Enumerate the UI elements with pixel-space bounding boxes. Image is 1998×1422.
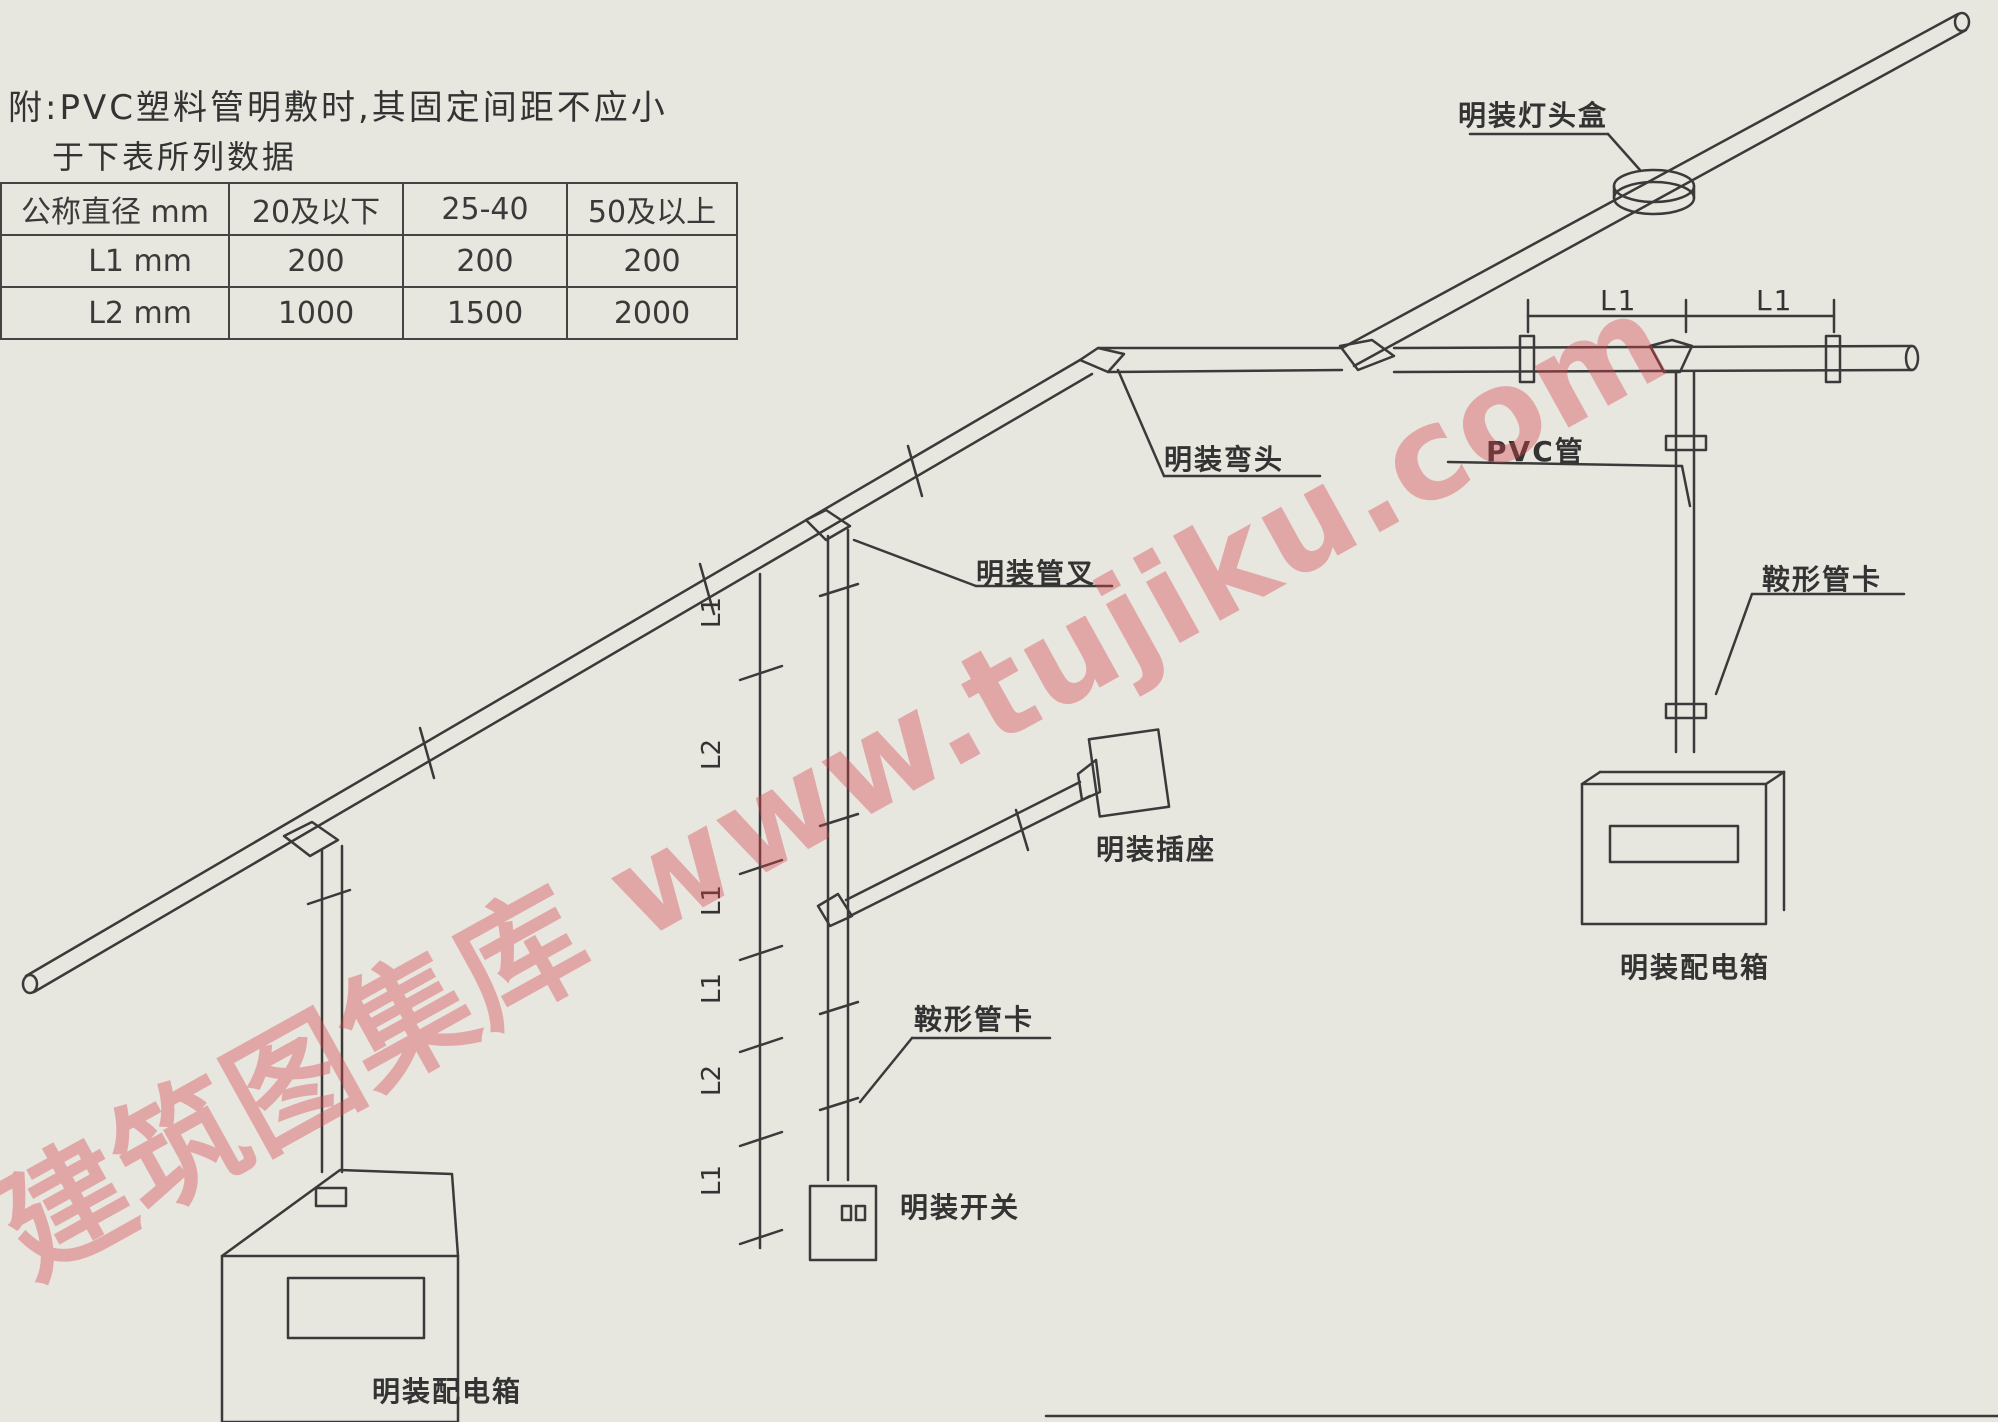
table-header-cell: 50及以上	[566, 182, 738, 236]
table-header-row: 公称直径 mm 20及以下 25-40 50及以上	[0, 182, 738, 236]
label-socket: 明装插座	[1096, 833, 1217, 866]
table-cell: 1500	[402, 286, 568, 340]
spacing-table: 公称直径 mm 20及以下 25-40 50及以上 L1 mm 200 200 …	[0, 182, 738, 340]
tee-left	[282, 820, 340, 858]
horizontal-pipe-right	[1392, 334, 1920, 384]
note-line-2: 于下表所列数据	[52, 138, 298, 176]
elbow	[1078, 346, 1126, 374]
horizontal-pipe-upper	[1096, 346, 1344, 374]
label-tee: 明装管叉	[976, 557, 1097, 590]
table-cell: 200	[228, 234, 404, 288]
socket-branch	[844, 728, 1171, 918]
label-saddle-right: 鞍形管卡	[1762, 563, 1883, 596]
note-line-1: 附:PVC塑料管明敷时,其固定间距不应小	[8, 88, 668, 128]
label-dim-l1-b: L1	[1756, 284, 1794, 317]
table-cell: 200	[402, 234, 568, 288]
saddle-clamps-main	[418, 444, 924, 780]
table-row: L1 mm 200 200 200	[0, 234, 738, 288]
label-switch: 明装开关	[900, 1191, 1021, 1224]
label-pvc-pipe: PVC管	[1486, 435, 1585, 468]
dim-line-vertical	[738, 572, 784, 1250]
vertical-pipe-switch	[816, 528, 860, 1182]
label-dist-box-right: 明装配电箱	[1620, 951, 1771, 984]
tee-middle	[804, 508, 852, 542]
label-lamp-box: 明装灯头盒	[1458, 99, 1609, 132]
dim-line-top	[1526, 298, 1836, 334]
label-saddle-mid: 鞍形管卡	[914, 1003, 1035, 1036]
dim-label: L2	[697, 739, 727, 770]
table-cell: 2000	[566, 286, 738, 340]
label-dist-box-left: 明装配电箱	[372, 1375, 523, 1408]
dim-label: L1	[697, 597, 727, 628]
dim-label: L1	[697, 973, 727, 1004]
table-cell: 1000	[228, 286, 404, 340]
vertical-pipe-left	[306, 844, 352, 1208]
table-header-cell: 20及以下	[228, 182, 404, 236]
lamp-box	[1612, 168, 1696, 216]
label-elbow: 明装弯头	[1164, 443, 1285, 476]
table-cell: L2 mm	[0, 286, 230, 340]
label-dim-l1-a: L1	[1600, 284, 1638, 317]
dim-label: L1	[697, 885, 727, 916]
table-header-cell: 25-40	[402, 182, 568, 236]
switch-box	[808, 1184, 878, 1262]
leader-lines	[852, 132, 1906, 1104]
table-cell: 200	[566, 234, 738, 288]
dim-label: L2	[697, 1065, 727, 1096]
table-row: L2 mm 1000 1500 2000	[0, 286, 738, 340]
vertical-pipe-right	[1664, 370, 1708, 754]
table-header-cell: 公称直径 mm	[0, 182, 230, 236]
dist-box-left	[220, 1168, 460, 1422]
dist-box-right	[1580, 770, 1786, 926]
dim-label: L1	[697, 1165, 727, 1196]
table-cell: L1 mm	[0, 234, 230, 288]
